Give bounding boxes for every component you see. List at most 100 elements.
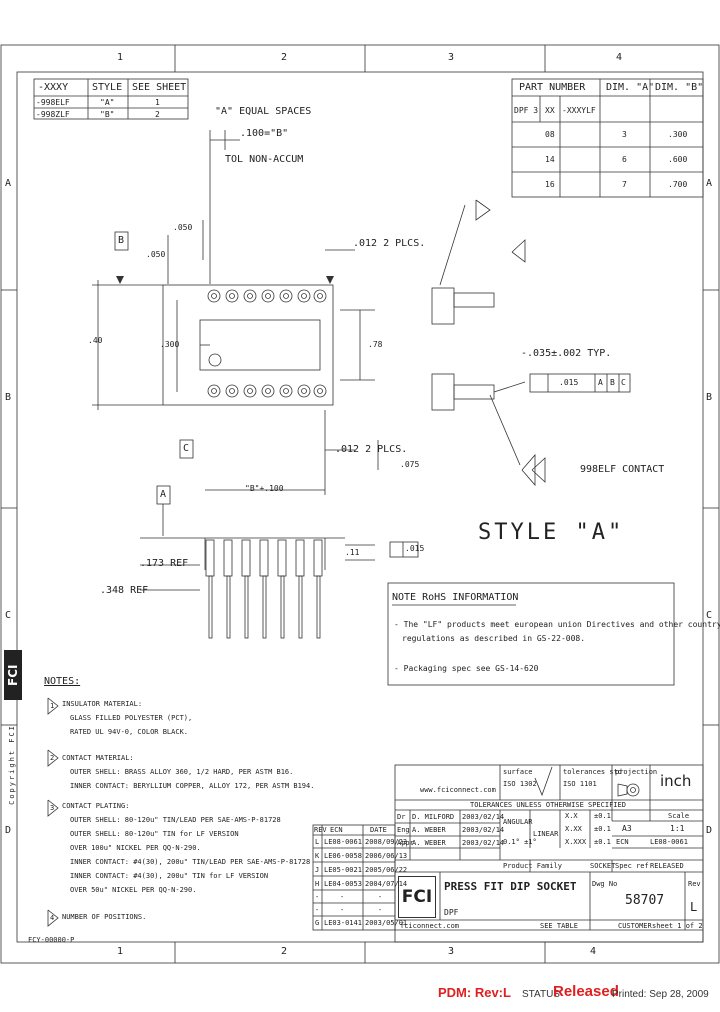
note-line: RATED UL 94V-0, COLOR BLACK. [70, 728, 189, 736]
scale-value: 1:1 [670, 824, 685, 833]
product-family-value: SOCKET [590, 862, 616, 870]
tolerances-value: ISO 1101 [563, 780, 597, 788]
note-line: OVER 100u" NICKEL PER QQ-N-290. [70, 844, 201, 852]
rev-cell: LE08-0061 [324, 838, 362, 846]
socket-top-view [162, 284, 334, 406]
dim-015: .015 [405, 544, 425, 553]
part-table-header-dim-a: DIM. "A" [606, 82, 655, 93]
part-table-cell: .300 [668, 130, 688, 139]
rev-header: REV [314, 826, 327, 834]
sheet-of: sheet 1 of 2 [652, 922, 703, 930]
rev-header: DATE [370, 826, 387, 834]
gdt-ref-c: C [621, 378, 626, 387]
part-table-cell: 14 [545, 155, 555, 164]
style-table-header-sheet: SEE SHEET [132, 82, 187, 93]
drawn-date: 2003/02/14 [462, 813, 505, 821]
zone-left-c: C [5, 610, 12, 621]
note-number: 4 [50, 914, 55, 922]
zone-bottom-3: 3 [448, 946, 455, 957]
notes-heading: NOTES: [44, 676, 81, 687]
outer-frame [0, 44, 720, 964]
bottom-pin-row [207, 384, 327, 398]
gdt-ref-a: A [598, 378, 603, 387]
drawing-title: PRESS FIT DIP SOCKET [444, 880, 577, 893]
rev-cell: L [315, 838, 320, 846]
part-number-suffix: -XXXYLF [562, 106, 596, 115]
drawing-number: 58707 [625, 893, 665, 908]
tol-val-2: ±0.1 [594, 825, 611, 833]
dim-050-a: .050 [173, 223, 193, 232]
rev-cell: LE04-0053 [324, 880, 362, 888]
style-table-header-variant: -XXXY [38, 82, 69, 93]
rev-cell: J [315, 866, 320, 874]
style-table-cell: -998ZLF [36, 110, 70, 119]
scale-label: Scale [668, 812, 690, 820]
style-table-cell: 1 [155, 98, 160, 107]
top-pin-row [207, 289, 327, 303]
style-table-cell: "A" [100, 98, 115, 107]
part-table-frame [511, 78, 704, 198]
angular-label: ANGULAR [503, 818, 533, 826]
part-table-cell: .700 [668, 180, 688, 189]
dim-012-bottom: .012 2 PLCS. [335, 444, 408, 455]
note-line: GLASS FILLED POLYESTER (PCT), [70, 714, 193, 722]
rev-cell: 2004/07/14 [365, 880, 408, 888]
datum-a: A [160, 489, 167, 500]
dim-equal-spaces: "A" EQUAL SPACES [215, 106, 312, 117]
note-number: 3 [50, 804, 55, 812]
rohs-box [387, 582, 675, 686]
style-label: STYLE "A" [478, 520, 625, 545]
style-table-cell: 2 [155, 110, 160, 119]
rev-header: ECN [330, 826, 343, 834]
rev-cell: 2005/06/22 [365, 866, 408, 874]
dim-b-plus-100: "B"+.100 [245, 484, 284, 493]
website: www.fciconnect.com [420, 786, 496, 794]
part-table-header-dim-b: DIM. "B" [655, 82, 704, 93]
part-number-prefix: DPF 3 [514, 106, 539, 115]
note-number: 2 [50, 754, 55, 762]
status-label: STATUS [522, 989, 560, 1000]
gdt-tolerance: .015 [559, 378, 579, 387]
pdm-revision: PDM: Rev:L [438, 985, 511, 1000]
ecn-value: LE08-0061 [650, 838, 688, 846]
rev-cell: G [315, 919, 320, 927]
dim-012-top: .012 2 PLCS. [353, 238, 426, 249]
status-value: Released [553, 983, 619, 1000]
note-line: OUTER SHELL: 80-120u" TIN/LEAD PER SAE-A… [70, 816, 281, 824]
zone-left-d: D [5, 825, 12, 836]
surface-label: surface [503, 768, 533, 776]
rev-cell: - [340, 893, 345, 901]
gdt-ref-b: B [610, 378, 615, 387]
side-fci-logo: FCI [4, 650, 22, 700]
note-line: OVER 50u" NICKEL PER QQ-N-290. [70, 886, 197, 894]
dim-spacing: .100="B" [240, 128, 289, 139]
part-number-positions: XX [545, 106, 555, 115]
rev-cell: 2008/09/23 [365, 838, 408, 846]
drawn-role: Dr [397, 813, 406, 821]
side-copyright: Copyright FCI [7, 724, 16, 805]
inner-frame [16, 71, 704, 943]
note-number: 1 [50, 702, 55, 710]
rev-cell: H [315, 880, 320, 888]
part-table-cell: 6 [622, 155, 627, 164]
zone-top-4: 4 [616, 52, 623, 63]
dim-348-ref: .348 REF [100, 585, 149, 596]
note-line: INNER CONTACT: #4(30), 200u" TIN for LF … [70, 872, 269, 880]
dim-78: .78 [368, 340, 383, 349]
rev-cell: K [315, 852, 320, 860]
note-line: CONTACT PLATING: [62, 802, 130, 810]
sheet-size: A3 [622, 824, 632, 833]
style-table-cell: -998ELF [36, 98, 70, 107]
customer-label: CUSTOMER [618, 922, 652, 930]
product-family-label: Product Family [503, 862, 563, 870]
dim-tolerance-note: TOL NON-ACCUM [225, 154, 304, 165]
part-table-cell: .600 [668, 155, 688, 164]
form-code: FCY-00000-P [28, 936, 75, 944]
release-status: RELEASED [650, 862, 684, 870]
note-line: OUTER SHELL: BRASS ALLOY 360, 1/2 HARD, … [70, 768, 294, 776]
angular-value: 0.1° ±1° [503, 838, 537, 846]
style-table-header-style: STYLE [92, 82, 123, 93]
rev-cell: - [315, 906, 320, 914]
drawing-subtitle: DPF [444, 908, 459, 917]
